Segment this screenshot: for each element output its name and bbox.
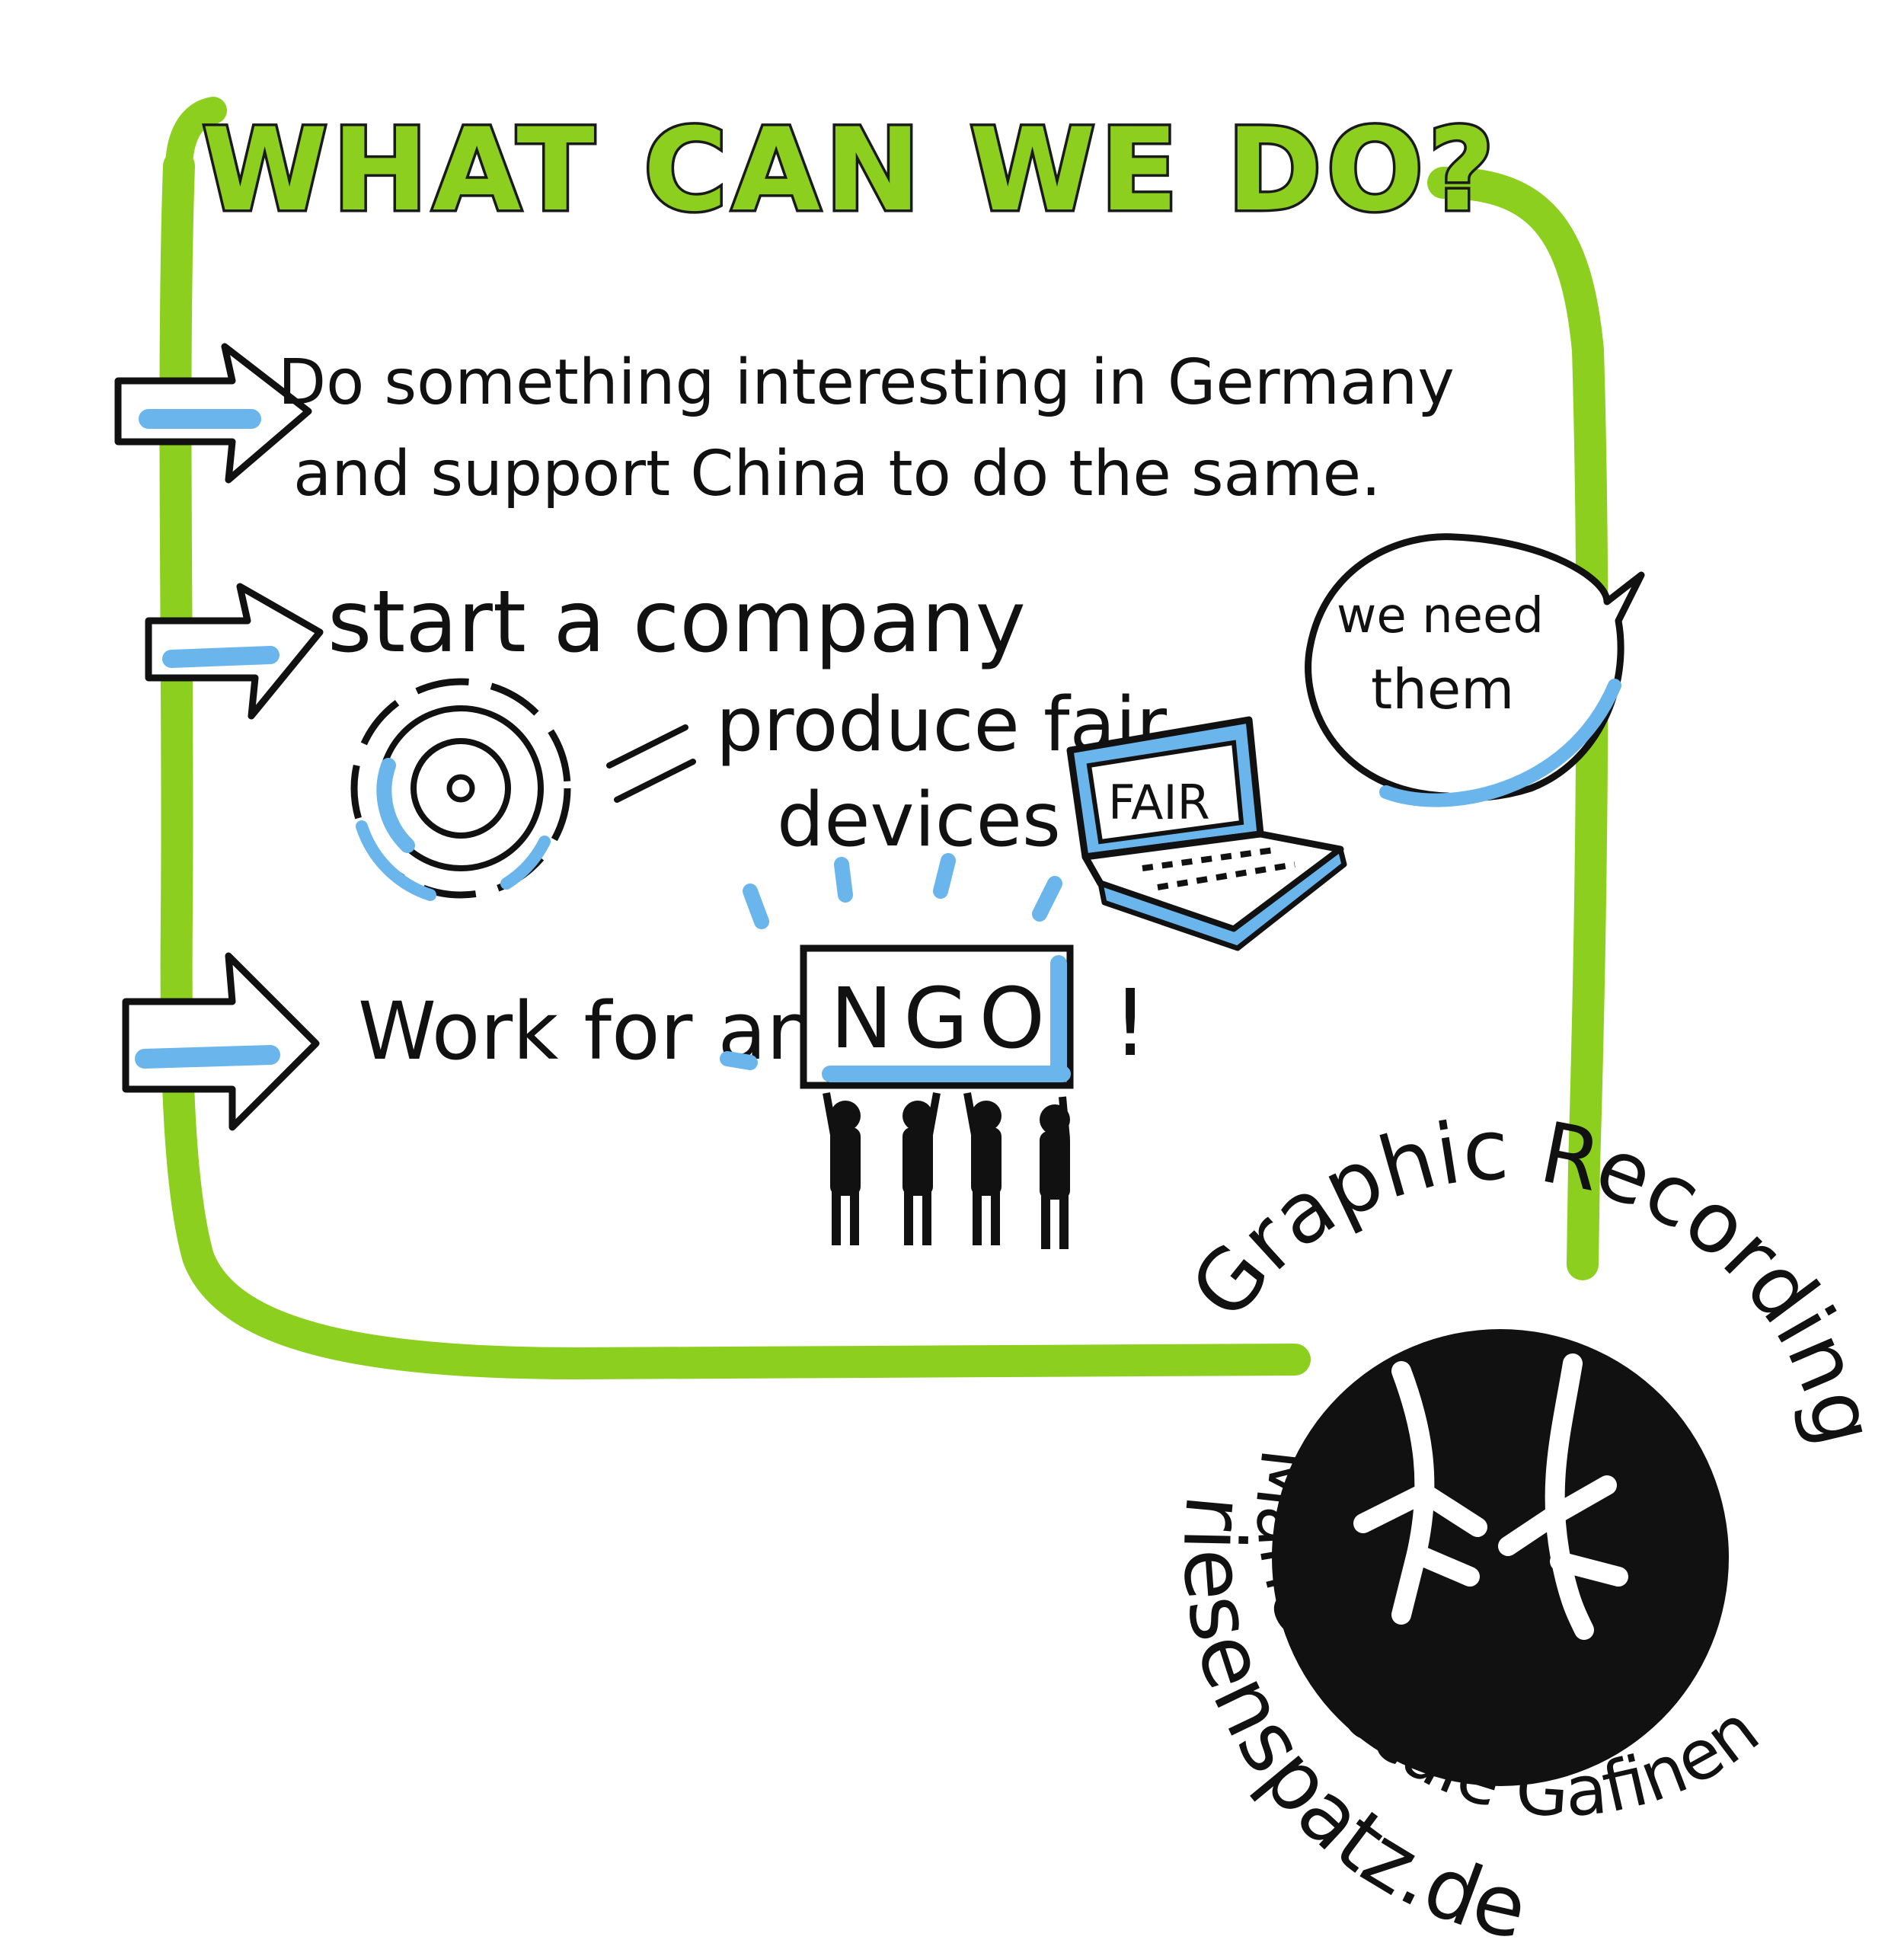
- laptop-label: FAIR: [1108, 775, 1210, 830]
- speech-bubble-line-1: we need: [1337, 588, 1544, 644]
- list-item-3: Work for an NGO !: [122, 944, 1148, 1249]
- list-item-1: Do something interesting in Germany and …: [114, 343, 1455, 510]
- arrow-right-icon: [145, 583, 324, 720]
- gear-icon: [350, 678, 571, 901]
- ngo-sign-label: NGO: [830, 970, 1056, 1067]
- sparrow-feet-icon: [1353, 1353, 1628, 1640]
- people-icon: [823, 1092, 1070, 1249]
- item-1-line-2: and support China to do the same.: [293, 438, 1381, 510]
- ngo-sign-icon: NGO: [720, 944, 1074, 1089]
- item-1-line-1: Do something interesting in Germany: [278, 347, 1455, 419]
- item-3-exclamation: !: [1112, 971, 1148, 1077]
- item-2-heading: start a company: [327, 573, 1026, 672]
- sparrow-logo-icon: [1272, 1329, 1729, 1786]
- arrow-right-icon: [114, 343, 312, 484]
- speech-bubble-icon: we need them: [1305, 533, 1645, 807]
- page-title: WHAT CAN WE DO?: [202, 104, 1499, 237]
- credit-logo: Graphic Recording Marie-Pascale Gafinen …: [1164, 1101, 1895, 1943]
- speech-bubble-line-2: them: [1371, 657, 1514, 721]
- emphasis-marks: [743, 853, 1062, 929]
- equals-sign: [606, 724, 696, 803]
- list-item-2: start a company produce fair devices FAI…: [145, 573, 1347, 951]
- laptop-icon: FAIR: [1066, 716, 1347, 951]
- arrow-right-icon: [122, 952, 320, 1131]
- item-2-sub-line-2: devices: [777, 777, 1061, 864]
